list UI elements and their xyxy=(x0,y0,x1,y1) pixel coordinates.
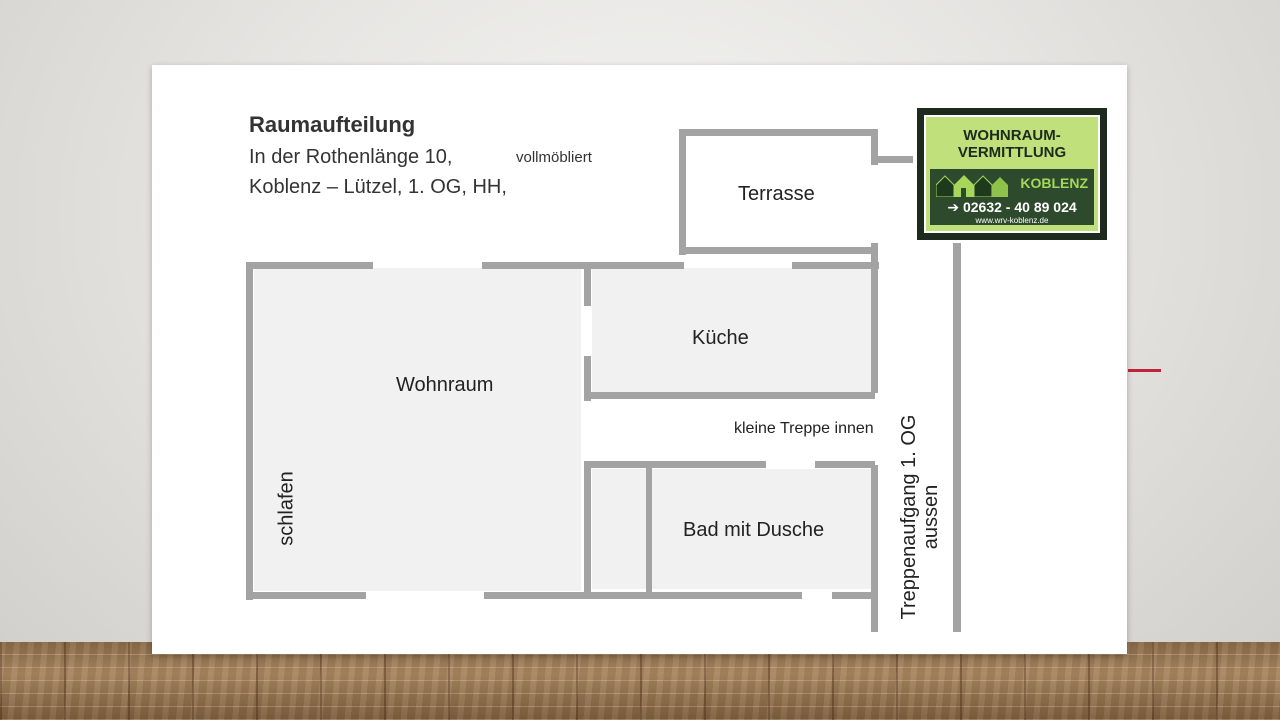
wall-bath-top-left xyxy=(584,461,766,468)
outside-stairs-label-line1: Treppenaufgang 1. OG xyxy=(898,414,920,620)
living-room-area xyxy=(254,268,581,591)
kitchen-label: Küche xyxy=(692,327,749,349)
logo-panel: WOHNRAUM- VERMITTLUNG KOBLENZ ➔ 02632 - … xyxy=(924,115,1100,233)
wall-living-kitchen-upper xyxy=(584,262,591,306)
terrace-wall-right xyxy=(871,129,878,165)
terrace-wall-bottom xyxy=(679,247,878,254)
wall-top-middle xyxy=(482,262,682,269)
terrace-wall-left xyxy=(679,129,686,255)
plan-title: Raumaufteilung xyxy=(249,112,416,137)
logo-website: www.wrv-koblenz.de xyxy=(975,216,1049,225)
logo-phone: 02632 - 40 89 024 xyxy=(962,199,1077,215)
wall-kitchen-right xyxy=(871,243,878,393)
logo-title-line1: WOHNRAUM- xyxy=(963,127,1061,144)
wall-top-kitchen-left xyxy=(592,262,684,269)
inside-stairs-label: kleine Treppe innen xyxy=(734,420,874,437)
terrace-label: Terrasse xyxy=(738,183,815,205)
wall-kitchen-bottom xyxy=(584,392,875,399)
bathroom-label: Bad mit Dusche xyxy=(683,519,825,541)
terrace-wall-top xyxy=(679,129,877,136)
slide-canvas: Raumaufteilung In der Rothenlänge 10, Ko… xyxy=(152,65,1127,654)
logo-city: KOBLENZ xyxy=(1020,175,1088,191)
wall-bath-divider xyxy=(646,468,652,592)
wall-top-kitchen-right xyxy=(792,262,879,269)
logo-title-line2: VERMITTLUNG xyxy=(957,144,1067,161)
wall-bottom-left xyxy=(246,592,366,599)
wall-left xyxy=(246,262,253,600)
wooden-floor-background xyxy=(0,642,1280,720)
wall-living-bath xyxy=(584,461,591,599)
wall-east-lower xyxy=(871,465,878,632)
logo-band: KOBLENZ ➔ 02632 - 40 89 024 www.wrv-kobl… xyxy=(930,169,1094,225)
bathroom-area xyxy=(652,469,873,589)
wall-bottom-right xyxy=(832,592,874,599)
outside-stairs-label: Treppenaufgang 1. OG aussen xyxy=(898,408,942,626)
furnished-note: vollmöbliert xyxy=(516,149,592,166)
kitchen-area xyxy=(592,268,873,393)
wall-bottom-middle xyxy=(484,592,802,599)
address-line-1: In der Rothenlänge 10, xyxy=(249,146,453,168)
arrow-right-icon: ➔ xyxy=(947,199,960,215)
wall-living-kitchen-lower xyxy=(584,356,591,401)
logo-title: WOHNRAUM- VERMITTLUNG xyxy=(926,127,1098,161)
logo-phone-line: ➔ 02632 - 40 89 024 xyxy=(934,199,1090,216)
agency-logo: WOHNRAUM- VERMITTLUNG KOBLENZ ➔ 02632 - … xyxy=(917,108,1107,240)
living-room-label: Wohnraum xyxy=(396,374,494,396)
outside-stairs-label-line2: aussen xyxy=(920,484,942,550)
sleeping-label: schlafen xyxy=(275,471,298,546)
wall-bath-top-right xyxy=(815,461,875,468)
slide-accent-line xyxy=(1128,369,1161,372)
address-line-2: Koblenz – Lützel, 1. OG, HH, xyxy=(249,176,507,198)
houses-icon xyxy=(936,175,1008,197)
outside-stair-rail xyxy=(953,243,961,632)
wall-top-left xyxy=(246,262,373,269)
bath-side-area xyxy=(592,469,647,589)
terrace-wall-stub xyxy=(871,156,913,163)
